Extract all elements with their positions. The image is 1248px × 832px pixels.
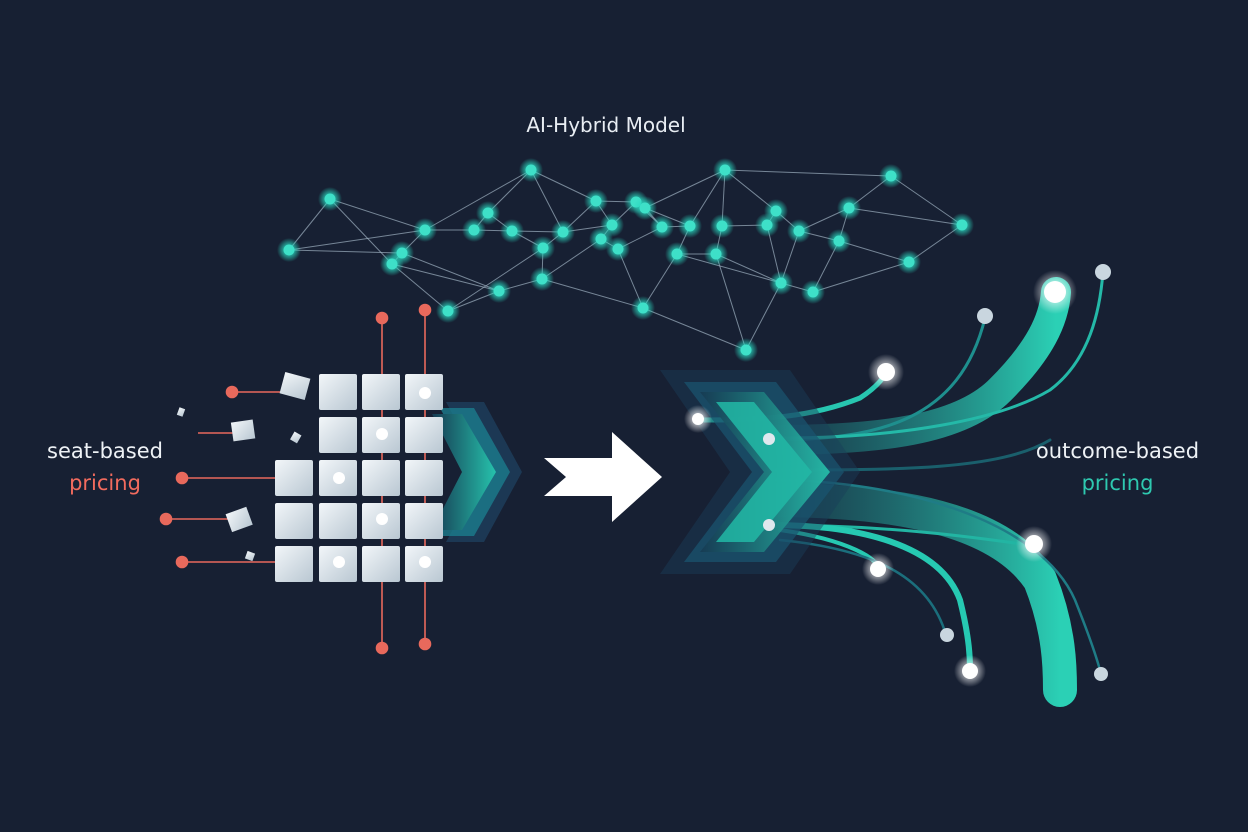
network-node bbox=[770, 205, 782, 217]
diagram-title: AI-Hybrid Model bbox=[526, 113, 686, 137]
network-node bbox=[482, 207, 494, 219]
seat-block bbox=[405, 417, 443, 453]
block-grid bbox=[275, 374, 443, 582]
outcome-based-line1: outcome-based bbox=[1035, 439, 1200, 463]
network-node bbox=[807, 286, 819, 298]
seat-block bbox=[362, 546, 400, 582]
seat-block bbox=[275, 503, 313, 539]
debris bbox=[176, 372, 311, 562]
network-edge bbox=[530, 169, 597, 202]
outcome-based-label: outcome-based pricing bbox=[1020, 435, 1215, 499]
network-edge bbox=[644, 169, 726, 209]
seat-block bbox=[405, 503, 443, 539]
network-node bbox=[740, 344, 752, 356]
network-node bbox=[671, 248, 683, 260]
seat-block bbox=[405, 460, 443, 496]
network-node bbox=[761, 219, 773, 231]
network-edge bbox=[890, 175, 963, 226]
seat-block bbox=[275, 546, 313, 582]
network-node bbox=[793, 225, 805, 237]
seat-block bbox=[275, 460, 313, 496]
network-node bbox=[537, 242, 549, 254]
network-node bbox=[719, 164, 731, 176]
junction-dots bbox=[333, 387, 431, 568]
outcome-based-line2: pricing bbox=[1081, 471, 1154, 495]
network-node bbox=[283, 244, 295, 256]
network-node bbox=[419, 224, 431, 236]
seat-based-label: seat-based pricing bbox=[20, 435, 190, 499]
network-node bbox=[956, 219, 968, 231]
network-node bbox=[590, 195, 602, 207]
network-graph bbox=[277, 158, 974, 362]
seat-block bbox=[362, 374, 400, 410]
network-node bbox=[506, 225, 518, 237]
stream-endpoints bbox=[684, 264, 1111, 687]
network-node bbox=[612, 243, 624, 255]
network-node bbox=[684, 220, 696, 232]
network-edge bbox=[401, 252, 500, 292]
network-node bbox=[606, 219, 618, 231]
network-node bbox=[843, 202, 855, 214]
network-node bbox=[885, 170, 897, 182]
network-node bbox=[710, 248, 722, 260]
seat-based-line2: pricing bbox=[69, 471, 141, 495]
network-edge bbox=[745, 282, 782, 351]
network-node bbox=[557, 226, 569, 238]
network-edge bbox=[838, 240, 910, 263]
network-edge bbox=[288, 229, 426, 251]
network-edge bbox=[329, 198, 426, 231]
left-chevrons bbox=[432, 402, 522, 542]
network-edge bbox=[391, 263, 500, 292]
network-node bbox=[656, 221, 668, 233]
transition-arrow-icon bbox=[544, 432, 662, 522]
network-node bbox=[396, 247, 408, 259]
network-node bbox=[775, 277, 787, 289]
network-edge bbox=[424, 169, 532, 231]
network-node bbox=[595, 233, 607, 245]
network-node bbox=[525, 164, 537, 176]
network-edge bbox=[447, 247, 544, 312]
network-node bbox=[903, 256, 915, 268]
network-edge bbox=[329, 198, 393, 265]
network-edge bbox=[676, 253, 782, 284]
network-edge bbox=[724, 169, 892, 177]
seat-block bbox=[319, 503, 357, 539]
network-node bbox=[639, 202, 651, 214]
network-node bbox=[493, 285, 505, 297]
network-node bbox=[833, 235, 845, 247]
network-edge bbox=[541, 278, 644, 309]
network-node bbox=[324, 193, 336, 205]
network-node bbox=[442, 305, 454, 317]
network-edge bbox=[391, 263, 449, 312]
network-edge bbox=[812, 261, 910, 293]
network-node bbox=[637, 302, 649, 314]
network-node bbox=[716, 220, 728, 232]
seat-block bbox=[319, 374, 357, 410]
seat-block bbox=[319, 417, 357, 453]
network-edge bbox=[715, 253, 747, 351]
seat-block bbox=[362, 460, 400, 496]
seat-based-line1: seat-based bbox=[47, 439, 163, 463]
network-node bbox=[468, 224, 480, 236]
chevron-stack bbox=[660, 370, 860, 574]
network-edge bbox=[848, 207, 963, 226]
network-edge bbox=[288, 249, 403, 254]
network-node bbox=[536, 273, 548, 285]
network-edge bbox=[642, 307, 747, 351]
